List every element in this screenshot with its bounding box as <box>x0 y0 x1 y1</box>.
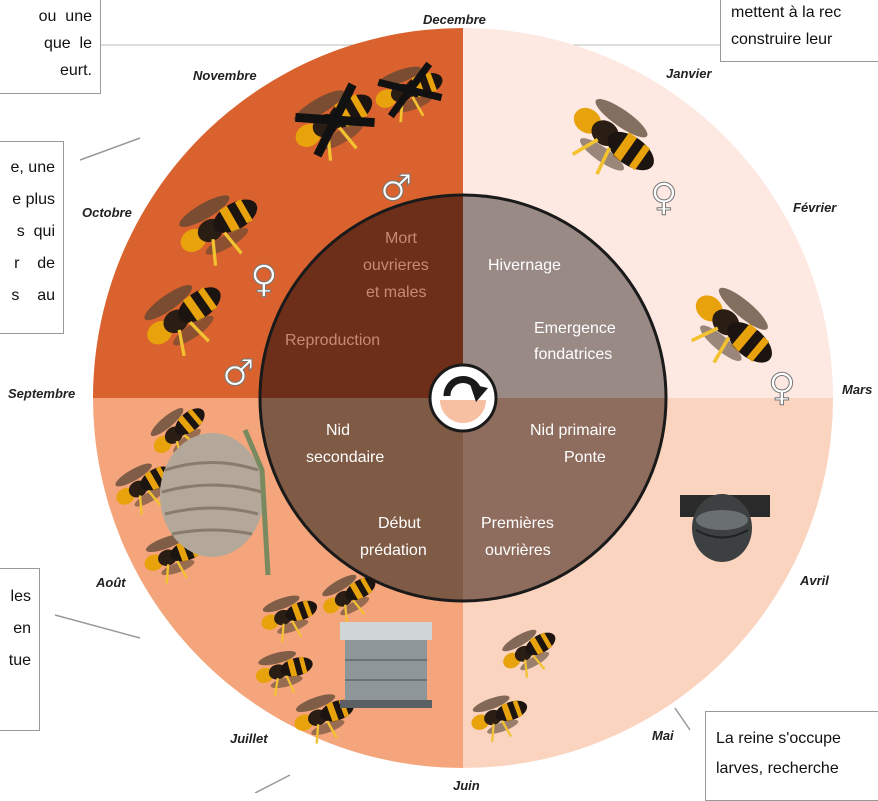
inner-summer <box>260 398 463 601</box>
beehive-icon <box>340 622 432 708</box>
callout-line: eurt. <box>59 62 92 79</box>
phase-premieres-2: ouvrières <box>485 542 551 559</box>
callout-line: larves, recherche <box>716 760 839 777</box>
hornet-icon <box>255 650 313 697</box>
callout-bottom-right: La reine s'occupe larves, recherche <box>705 711 878 801</box>
phase-nid-primaire-1: Nid primaire <box>530 422 616 439</box>
month-avril: Avril <box>799 573 829 588</box>
month-fevrier: Février <box>793 200 837 215</box>
hornet-icon <box>471 695 528 742</box>
male-symbol: ♂ <box>222 353 254 394</box>
month-janvier: Janvier <box>666 66 712 81</box>
hornet-illustration <box>115 61 772 744</box>
female-symbol: ♀ <box>768 365 796 409</box>
secondary-nest-icon <box>160 429 271 576</box>
phase-emergence-1: Emergence <box>534 320 616 337</box>
callout-top-right: mettent à la rec construire leur <box>720 0 878 62</box>
cycle-arrow-icon <box>428 363 498 433</box>
inner-autumn <box>260 195 463 398</box>
phase-mort-1: Mort <box>385 230 418 247</box>
hornet-icon <box>571 99 654 175</box>
callout-line: que le <box>43 35 92 52</box>
hornet-icon <box>375 61 443 123</box>
callout-line: s qui <box>16 223 55 240</box>
month-decembre: Decembre <box>423 12 486 27</box>
inner-spring <box>463 398 666 601</box>
phase-hivernage: Hivernage <box>488 257 561 274</box>
inner-ring <box>258 193 668 603</box>
callout-mid-left: e, une e plus s qui r de s au <box>0 141 64 334</box>
callout-line: s au <box>11 287 55 304</box>
hornet-icon <box>502 629 556 678</box>
callout-line: r de <box>14 255 55 272</box>
month-septembre: Septembre <box>8 386 75 401</box>
phase-debut-1: Début <box>378 515 421 532</box>
phase-emergence-2: fondatrices <box>534 346 612 363</box>
callout-line: e, une <box>10 159 55 176</box>
leader-line <box>54 614 141 639</box>
hornet-icon <box>261 595 318 642</box>
month-novembre: Novembre <box>193 68 257 83</box>
month-aout: Août <box>95 575 126 590</box>
callout-lower-left: les en tue <box>0 568 40 731</box>
female-symbol: ♀ <box>250 257 278 301</box>
inner-winter <box>463 195 666 398</box>
phase-debut-2: prédation <box>360 542 427 559</box>
hornet-icon <box>322 574 376 623</box>
callout-line: les <box>10 588 31 605</box>
callout-line: construire leur <box>731 31 833 48</box>
callout-line: mettent à la rec <box>731 4 842 21</box>
callout-line: ou une <box>38 8 92 25</box>
month-juin: Juin <box>453 778 480 793</box>
hornet-icon <box>690 287 772 364</box>
month-octobre: Octobre <box>82 205 132 220</box>
hornet-icon <box>294 694 354 744</box>
hornet-icon <box>179 195 258 266</box>
hornet-icon <box>144 284 221 357</box>
phase-nid-primaire-2: Ponte <box>564 449 606 466</box>
callout-line: tue <box>8 652 31 669</box>
hornet-icon <box>294 82 375 161</box>
month-mars: Mars <box>842 382 872 397</box>
leader-line <box>674 707 691 731</box>
month-mai: Mai <box>652 728 674 743</box>
callout-line: e plus <box>12 191 55 208</box>
callout-line: en <box>13 620 31 637</box>
callout-line: La reine s'occupe <box>716 730 841 747</box>
phase-reproduction: Reproduction <box>285 332 380 349</box>
phase-nid-secondaire-2: secondaire <box>306 449 384 466</box>
phase-nid-secondaire-1: Nid <box>326 422 350 439</box>
leader-line <box>79 137 141 161</box>
callout-top-left: ou une que le eurt. <box>0 0 101 94</box>
month-juillet: Juillet <box>230 731 268 746</box>
phase-premieres-1: Premières <box>481 515 554 532</box>
leader-line <box>254 774 291 793</box>
phase-mort-3: et males <box>366 284 426 301</box>
male-symbol: ♂ <box>380 168 412 209</box>
female-symbol: ♀ <box>650 175 678 219</box>
primary-nest-icon <box>680 494 770 562</box>
phase-mort-2: ouvrieres <box>363 257 429 274</box>
